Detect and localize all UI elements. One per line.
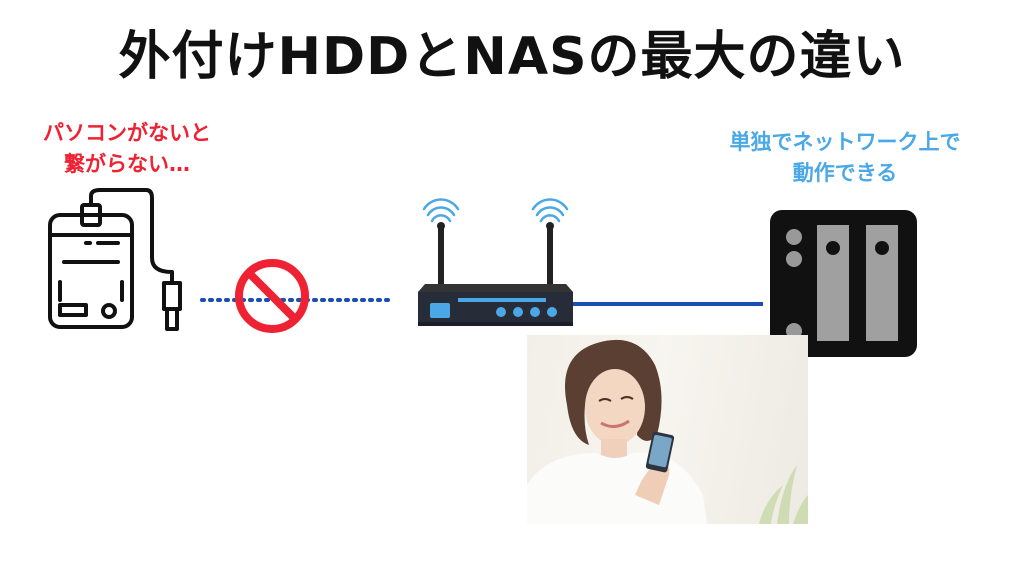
plant-leaves (759, 465, 808, 524)
external-hdd-icon (48, 188, 182, 331)
face (585, 369, 645, 445)
prohibited-icon (235, 259, 309, 333)
page-title: 外付けHDDとNASの最大の違い (118, 27, 906, 87)
wifi-router-icon (418, 198, 573, 326)
white-top (527, 452, 707, 524)
photo-illustration (527, 339, 808, 524)
woman-using-smartphone-photo (527, 335, 808, 524)
left-note: パソコンがないと 繋がらない… (12, 118, 242, 180)
right-note-line2: 動作できる (792, 161, 898, 185)
right-note-line1: 単独でネットワーク上で (729, 130, 961, 154)
left-note-line2: 繋がらない… (64, 152, 190, 176)
left-note-line1: パソコンがないと (43, 121, 211, 145)
right-note: 単独でネットワーク上で 動作できる (700, 127, 990, 189)
